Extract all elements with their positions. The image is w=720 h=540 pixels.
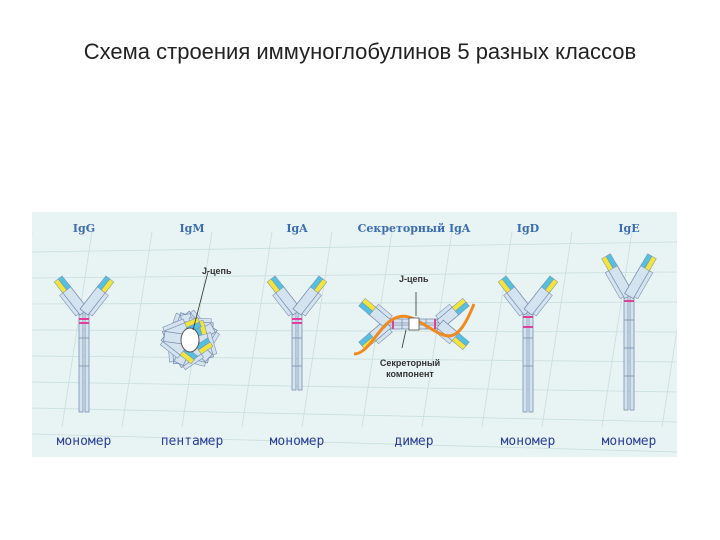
label-igm: IgM bbox=[179, 222, 205, 235]
variable-region bbox=[313, 278, 328, 294]
slide-title: Схема строения иммуноглобулинов 5 разных… bbox=[83, 39, 637, 64]
variable-region bbox=[501, 275, 516, 291]
grid-line bbox=[32, 381, 677, 393]
label-secretory-iga: Секреторный IgA bbox=[357, 222, 471, 235]
light-chain bbox=[162, 318, 186, 332]
light-chain bbox=[375, 303, 393, 320]
grid-line bbox=[32, 271, 677, 279]
igg-molecule bbox=[53, 275, 115, 413]
hinge-region bbox=[434, 319, 436, 329]
light-chain bbox=[59, 292, 80, 317]
grid-line bbox=[601, 231, 633, 428]
light-chain bbox=[272, 292, 293, 317]
grid-line bbox=[541, 231, 573, 428]
ige-antibody bbox=[601, 253, 657, 411]
light-chain bbox=[88, 292, 109, 317]
background-grid bbox=[32, 231, 677, 453]
heavy-chain-stem bbox=[623, 295, 629, 411]
diagram-drawing bbox=[32, 231, 677, 453]
variable-region bbox=[361, 297, 377, 312]
j-chain-siga bbox=[408, 317, 420, 331]
annotation-j-chain-igm: J-цепь bbox=[202, 266, 232, 276]
label-iga: IgA bbox=[286, 222, 308, 235]
ige-molecule bbox=[601, 253, 657, 411]
hinge-region bbox=[523, 326, 533, 328]
heavy-chain-stem bbox=[78, 311, 84, 413]
light-chain bbox=[159, 341, 181, 359]
igd-molecule bbox=[497, 275, 559, 413]
fab-arm bbox=[523, 275, 559, 317]
label-ige: IgE bbox=[618, 222, 640, 235]
fab-arm bbox=[497, 275, 533, 317]
pointer-j-chain-igm bbox=[192, 271, 209, 331]
fab-arm bbox=[358, 297, 393, 329]
light-chain bbox=[435, 303, 453, 320]
fab-arm bbox=[292, 275, 328, 317]
light-chain bbox=[604, 270, 625, 300]
grid-line bbox=[32, 241, 677, 253]
grid-line bbox=[301, 231, 333, 428]
type-igm: пентамер bbox=[160, 434, 224, 449]
j-chain-igm bbox=[180, 327, 200, 353]
pointer-secretory-component bbox=[401, 329, 407, 349]
type-igg: мономер bbox=[56, 434, 112, 449]
variable-region bbox=[605, 253, 618, 269]
grid-line bbox=[32, 301, 677, 305]
hinge-region bbox=[79, 318, 89, 320]
type-iga: мономер bbox=[269, 434, 325, 449]
grid-line bbox=[32, 355, 677, 363]
light-chain bbox=[375, 328, 393, 345]
grid-line bbox=[32, 433, 677, 453]
grid-line bbox=[32, 329, 677, 333]
grid-line bbox=[61, 231, 93, 428]
variable-region bbox=[358, 332, 374, 347]
igd-antibody bbox=[497, 275, 559, 413]
light-chain bbox=[301, 292, 322, 317]
secretory-iga-molecule bbox=[353, 292, 476, 356]
heavy-chain-stem bbox=[629, 295, 635, 411]
label-igg: IgG bbox=[72, 222, 96, 235]
grid-line bbox=[241, 231, 273, 428]
fab-arm bbox=[624, 253, 657, 300]
immunoglobulin-diagram: IgG IgM IgA Секреторный IgA IgD IgE J-це… bbox=[32, 212, 677, 457]
hinge-region bbox=[392, 319, 394, 329]
variable-region bbox=[100, 278, 115, 294]
variable-region bbox=[270, 275, 285, 291]
light-chain bbox=[532, 292, 553, 317]
variable-region bbox=[451, 336, 467, 351]
grid-line bbox=[661, 326, 677, 428]
variable-region bbox=[544, 278, 559, 294]
hinge-region bbox=[79, 322, 89, 324]
hinge-region bbox=[292, 318, 302, 320]
variable-region bbox=[454, 301, 470, 316]
type-ige: мономер bbox=[601, 434, 657, 449]
grid-line bbox=[421, 231, 453, 428]
variable-region bbox=[198, 341, 214, 355]
annotation-secretory-component: Секреторный компонент bbox=[379, 358, 441, 379]
light-chain bbox=[503, 292, 524, 317]
hinge-region bbox=[292, 322, 302, 324]
type-igd: мономер bbox=[500, 434, 556, 449]
annotation-j-chain-siga: J-цепь bbox=[399, 274, 429, 284]
hinge-region bbox=[523, 316, 533, 318]
iga-molecule bbox=[266, 275, 328, 391]
grid-line bbox=[481, 231, 513, 428]
igg-antibody bbox=[53, 275, 115, 413]
fab-arm bbox=[266, 275, 302, 317]
fab-arm bbox=[79, 275, 115, 317]
grid-line bbox=[121, 231, 153, 428]
label-igd: IgD bbox=[516, 222, 540, 235]
heavy-chain-stem bbox=[84, 311, 90, 413]
fab-arm bbox=[435, 297, 470, 329]
hinge-region bbox=[624, 300, 634, 302]
variable-region bbox=[57, 275, 72, 291]
variable-region bbox=[179, 350, 195, 365]
grid-line bbox=[32, 407, 677, 423]
variable-region bbox=[644, 255, 657, 272]
iga-antibody bbox=[266, 275, 328, 391]
igm-molecule bbox=[159, 271, 220, 371]
type-secretory-iga: димер bbox=[394, 434, 434, 449]
light-chain bbox=[633, 270, 654, 300]
